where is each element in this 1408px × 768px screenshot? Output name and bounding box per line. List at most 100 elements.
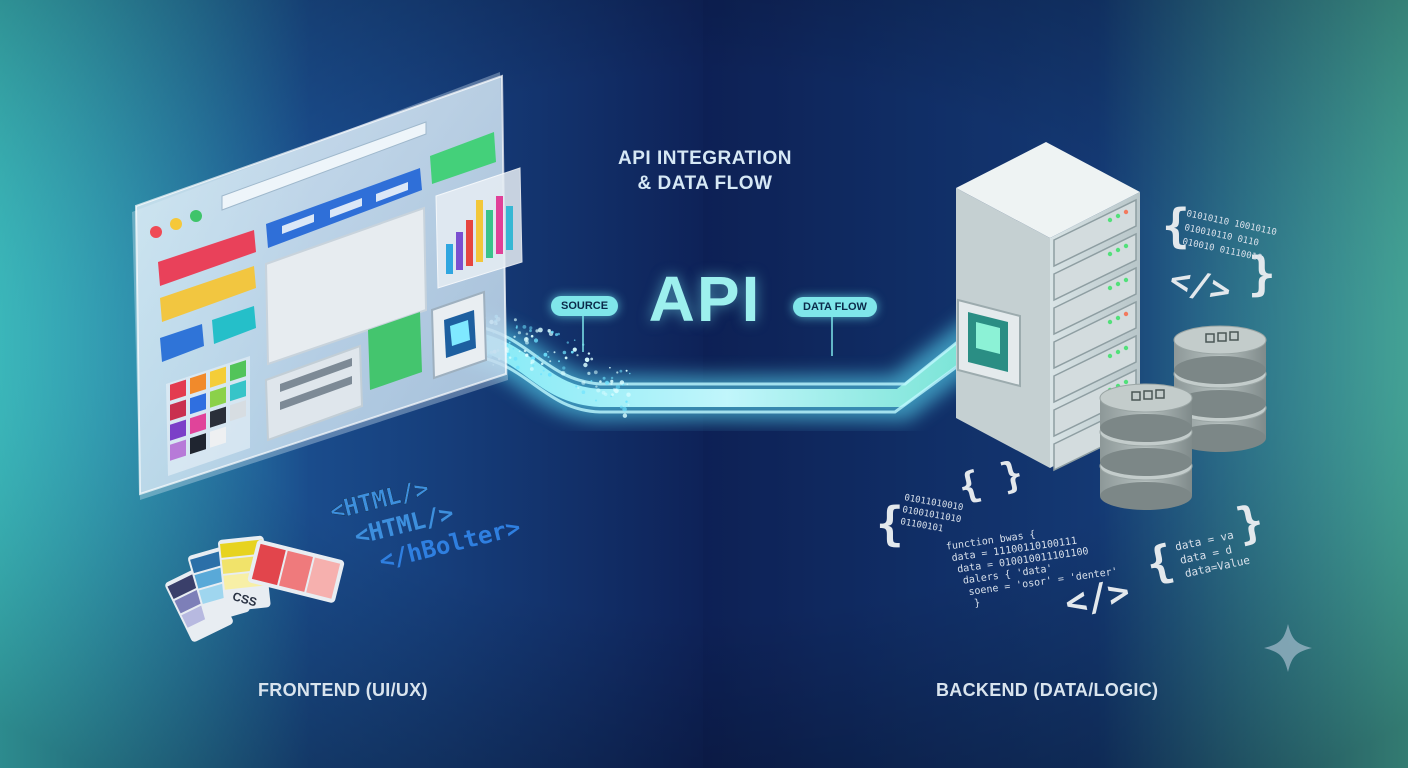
data-particle <box>609 366 611 369</box>
data-particle <box>533 338 539 343</box>
api-label: API <box>648 263 762 335</box>
backend-label: BACKEND (DATA/LOGIC) <box>936 680 1159 700</box>
server-bay <box>1053 266 1137 336</box>
svg-text:{: { <box>1142 535 1179 590</box>
server-bay <box>1053 300 1137 370</box>
data-particle <box>530 362 533 365</box>
data-particle <box>612 388 616 392</box>
data-particle <box>516 365 520 370</box>
server-led <box>1107 319 1113 325</box>
tag-symbol-top: </> <box>1166 260 1234 312</box>
server-port-icon <box>957 298 1021 388</box>
data-particle <box>581 390 586 395</box>
mini-chart <box>435 167 523 289</box>
data-particle <box>602 376 606 380</box>
data-particle <box>515 326 518 329</box>
data-particle <box>572 347 577 352</box>
swatch-css-label: CSS <box>231 589 259 609</box>
data-particle <box>619 405 623 409</box>
data-particle <box>547 350 549 353</box>
server-bay <box>1053 232 1137 302</box>
data-particle <box>557 332 560 336</box>
data-particle <box>564 356 568 360</box>
data-particle <box>523 337 529 342</box>
backend-code-snippets: { { } 01011010010 01001011010 01100101 f… <box>876 453 1268 625</box>
data-particle <box>508 341 511 344</box>
data-particle <box>558 360 560 363</box>
data-particle <box>560 370 566 376</box>
server-led <box>1123 379 1129 385</box>
data-particle <box>566 341 569 344</box>
data-flow-pill: DATA FLOW <box>793 297 877 317</box>
data-particle <box>626 392 631 397</box>
data-particle <box>581 380 586 385</box>
code-braces-icon: { } 01010110 10010110 010010110 0110 010… <box>1162 199 1278 312</box>
data-particle <box>525 332 529 336</box>
server-led <box>1123 277 1129 283</box>
data-particle <box>529 329 532 333</box>
browser-window-icon <box>132 72 523 500</box>
server-bay <box>1053 198 1137 268</box>
server-led <box>1115 281 1121 287</box>
data-particle <box>549 360 552 363</box>
server-led <box>1115 247 1121 253</box>
data-particle <box>562 350 567 355</box>
server-bay <box>1053 334 1137 404</box>
data-particle <box>532 364 535 367</box>
data-particle <box>596 388 601 393</box>
database-icon <box>1099 325 1267 510</box>
server-led <box>1107 217 1113 223</box>
data-particle <box>587 352 591 355</box>
data-particle <box>540 362 544 366</box>
server-led <box>1107 285 1113 291</box>
ethernet-port-icon <box>430 290 488 380</box>
data-particle <box>508 337 512 341</box>
server-led <box>1115 349 1121 355</box>
server-led <box>1123 243 1129 249</box>
color-swatch-fan: CSS <box>165 535 345 642</box>
data-particle <box>583 362 588 368</box>
data-particle <box>512 348 515 350</box>
data-particle <box>610 379 614 383</box>
data-particle <box>550 330 554 334</box>
data-particle <box>625 369 628 372</box>
svg-text:{: { <box>1162 199 1190 253</box>
data-particle <box>535 329 539 333</box>
title-line-2: & DATA FLOW <box>637 173 773 194</box>
data-particle <box>547 372 552 377</box>
data-particle <box>575 385 578 388</box>
data-particle <box>529 367 534 371</box>
data-particle <box>601 390 606 395</box>
data-particle <box>584 357 590 363</box>
data-particle <box>615 384 621 390</box>
data-particle <box>619 369 623 373</box>
data-particle <box>619 380 625 385</box>
data-particle <box>530 334 534 338</box>
data-particle <box>590 380 593 382</box>
frontend-label: FRONTEND (UI/UX) <box>258 680 428 700</box>
data-particle <box>515 325 518 328</box>
data-particle <box>555 333 558 337</box>
data-particle <box>599 380 602 383</box>
data-particle <box>622 406 627 412</box>
server-led <box>1123 209 1129 215</box>
server-led <box>1107 251 1113 257</box>
data-particle <box>529 326 533 330</box>
data-particle <box>543 352 548 357</box>
data-particle <box>523 349 527 353</box>
data-particle <box>540 373 543 376</box>
data-particle <box>587 371 591 375</box>
title-line-1: API INTEGRATION <box>618 148 792 169</box>
data-particle <box>517 331 522 335</box>
data-particle <box>547 356 550 358</box>
server-led <box>1123 345 1129 351</box>
data-particle <box>562 366 566 370</box>
data-particle <box>513 318 517 322</box>
data-particle <box>616 371 619 374</box>
data-particle <box>573 339 576 342</box>
data-particle <box>593 370 598 375</box>
data-particle <box>622 413 628 418</box>
sparkle-icon <box>1264 624 1312 672</box>
data-particle <box>513 356 518 361</box>
database-stack-left <box>1099 383 1193 510</box>
